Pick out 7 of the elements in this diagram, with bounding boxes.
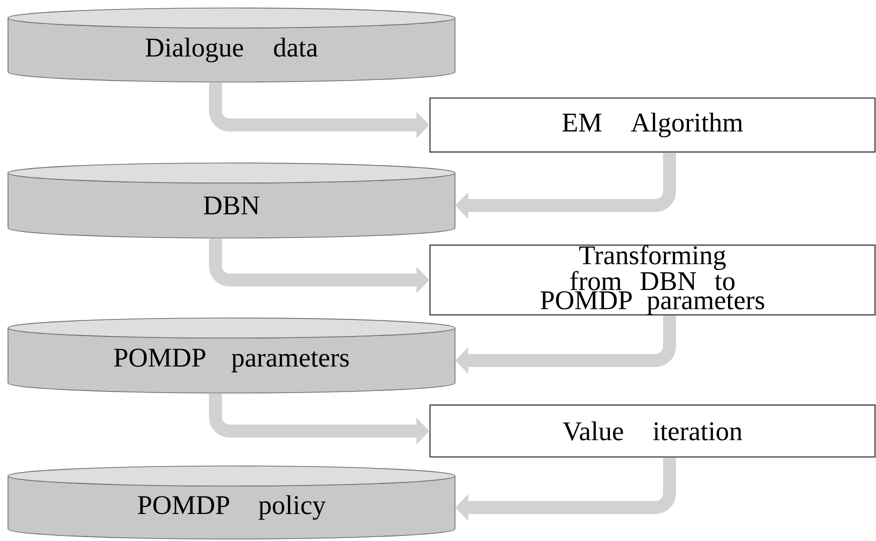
database-cylinder: DBN <box>8 162 456 238</box>
database-cylinder: POMDP policy <box>8 466 456 540</box>
process-box: EM Algorithm <box>429 97 876 153</box>
database-cylinder: Dialogue data <box>8 8 456 82</box>
process-box: Value iteration <box>429 404 876 458</box>
database-cylinder: POMDP parameters <box>8 318 456 394</box>
process-box: Transforming from DBN to POMDP parameters <box>429 244 876 316</box>
